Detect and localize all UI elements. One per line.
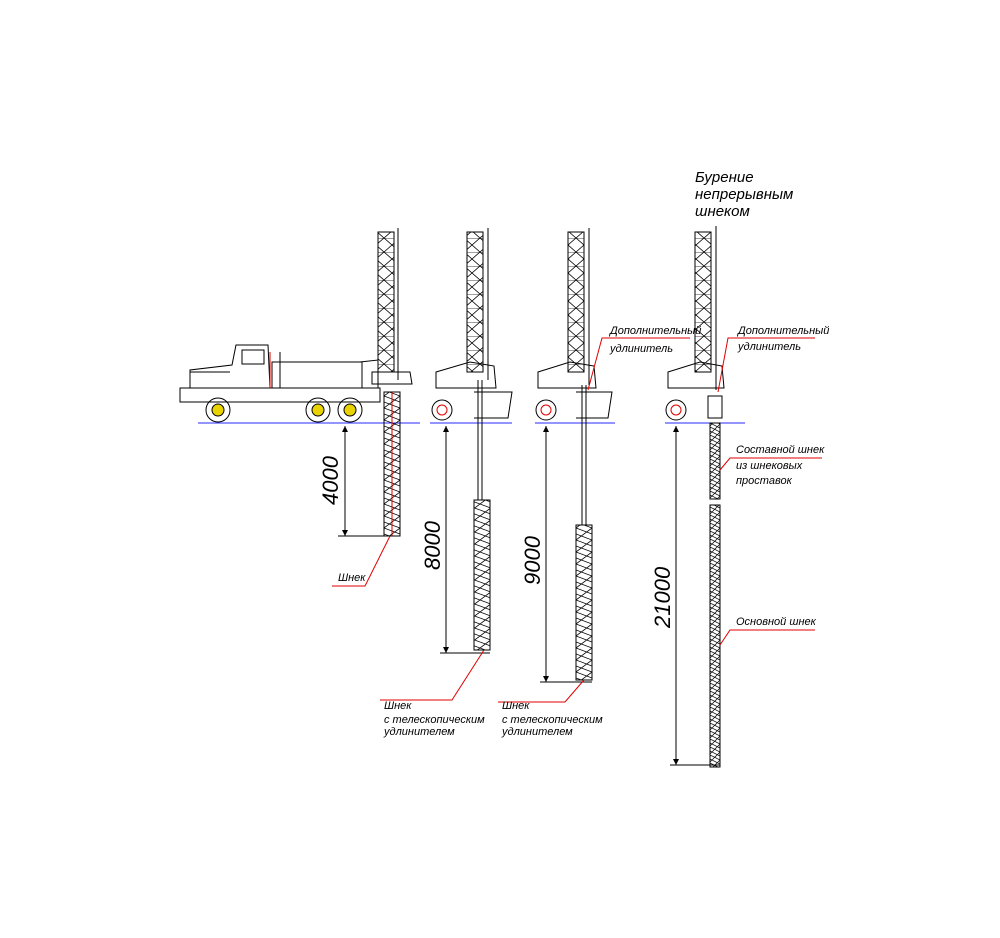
title-line-2: непрерывным — [695, 186, 793, 203]
title-line-1: Бурение — [695, 169, 754, 186]
wheel-icon — [205, 397, 231, 423]
mast-icon — [694, 231, 712, 373]
stage-3-label-3: удлинителем — [501, 726, 573, 738]
wheel-icon — [431, 399, 453, 421]
stage-3-rig: 9000 Шнек с телескопическим удлинителем … — [498, 228, 701, 738]
leader-4-top — [717, 337, 815, 393]
leader-3 — [498, 679, 585, 703]
stage-4-composite-label-3: проставок — [736, 475, 793, 487]
diagram-title: Бурение непрерывным шнеком — [695, 169, 793, 220]
stage-3-top-label-1: Дополнительный — [608, 325, 701, 337]
stage-4-rig: 21000 Дополнительный удлинитель Составно… — [650, 226, 829, 768]
leader-3-top — [587, 337, 690, 391]
depth-label-3: 9000 — [520, 535, 545, 585]
stage-2-label-3: удлинителем — [383, 726, 455, 738]
wheel-icon — [305, 397, 331, 423]
mast-icon — [466, 231, 484, 373]
leader-2 — [380, 649, 485, 701]
title-line-3: шнеком — [695, 203, 750, 220]
depth-label-1: 4000 — [318, 455, 343, 505]
stage-4-composite-label-1: Составной шнек — [736, 444, 825, 456]
auger-icon — [473, 499, 491, 651]
depth-label-2: 8000 — [420, 520, 445, 570]
stage-1-label: Шнек — [338, 572, 366, 584]
auger-icon — [709, 504, 721, 768]
wheel-icon — [535, 399, 557, 421]
stage-4-top-label-2: удлинитель — [737, 341, 801, 353]
stage-2-label-1: Шнек — [384, 700, 412, 712]
auger-icon — [575, 524, 593, 681]
stage-1-truck-rig: 4000 Шнек — [179, 228, 420, 587]
stage-3-label-2: с телескопическим — [502, 714, 603, 726]
stage-3-label-1: Шнек — [502, 700, 530, 712]
wheel-icon — [337, 397, 363, 423]
mast-icon — [377, 231, 395, 373]
depth-label-4: 21000 — [650, 566, 675, 629]
stage-3-top-label-2: удлинитель — [609, 343, 673, 355]
composite-auger-icon — [709, 422, 721, 500]
leader-1 — [332, 535, 391, 587]
leader-4-composite — [719, 457, 822, 471]
leader-4-main — [719, 629, 815, 646]
truck-icon — [179, 344, 381, 423]
stage-4-top-label-1: Дополнительный — [736, 325, 829, 337]
stage-4-composite-label-2: из шнековых — [736, 460, 803, 472]
stage-2-rig: 8000 Шнек с телескопическим удлинителем — [380, 228, 513, 738]
wheel-icon — [665, 399, 687, 421]
mast-icon — [567, 231, 585, 373]
stage-4-main-label: Основной шнек — [736, 616, 817, 628]
stage-2-label-2: с телескопическим — [384, 714, 485, 726]
